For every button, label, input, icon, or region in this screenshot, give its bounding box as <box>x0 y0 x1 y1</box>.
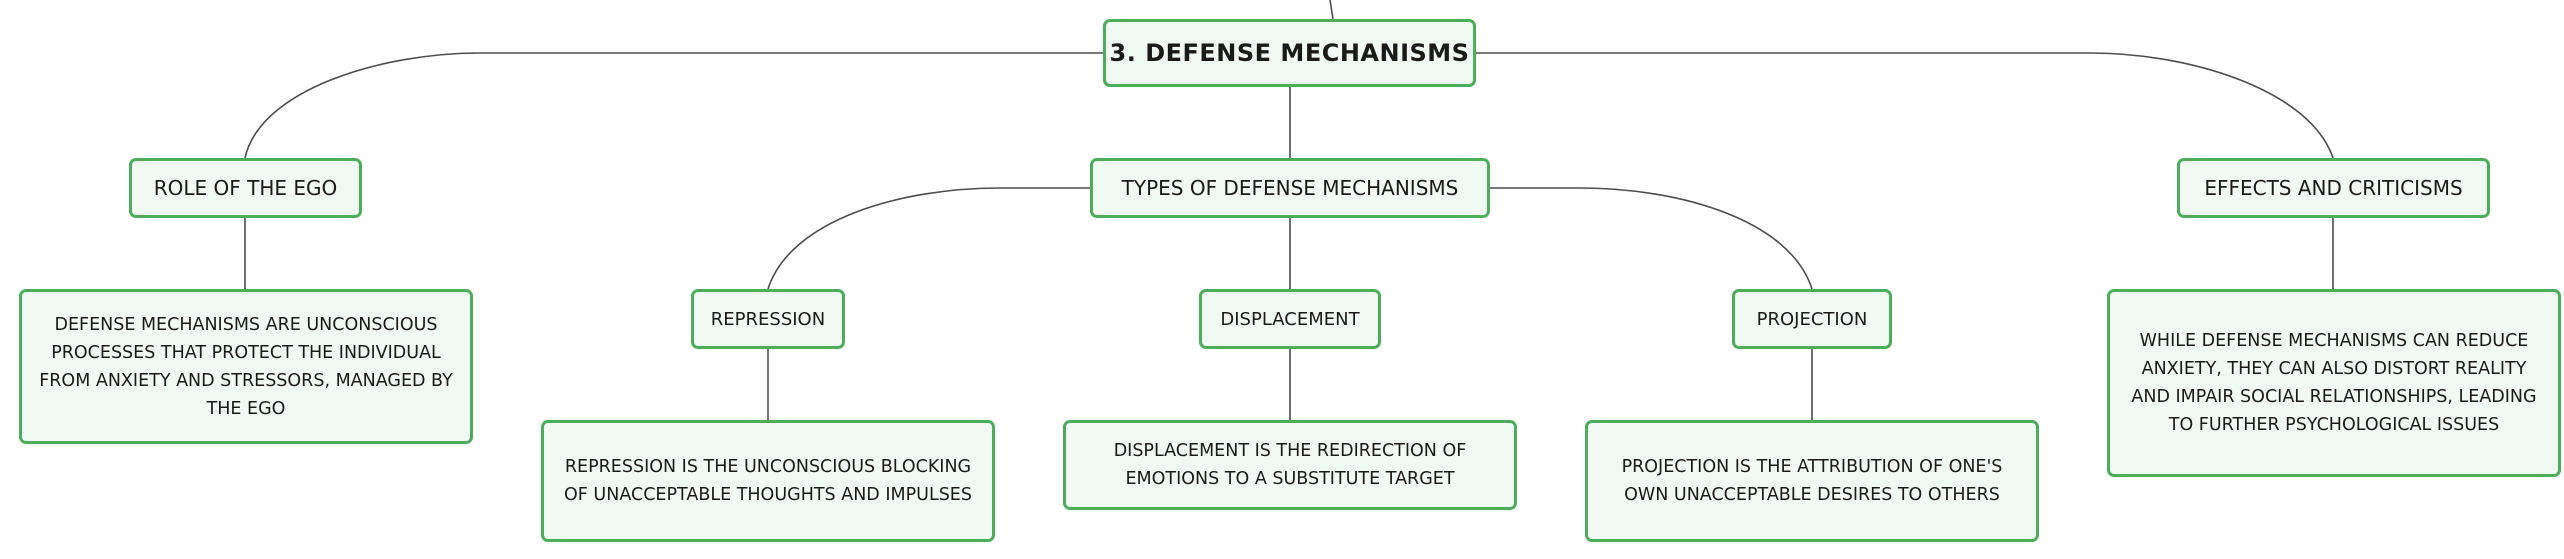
branch-node-label: EFFECTS AND CRITICISMS <box>2204 176 2463 200</box>
branch-node-role-of-ego[interactable]: ROLE OF THE EGO <box>129 158 362 218</box>
connector-root-to-effects <box>1476 52 2334 159</box>
branch-node-label: ROLE OF THE EGO <box>153 176 338 200</box>
connector-types-to-repression <box>767 187 1090 290</box>
branch-node-types[interactable]: TYPES OF DEFENSE MECHANISMS <box>1090 158 1490 218</box>
branch-node-effects[interactable]: EFFECTS AND CRITICISMS <box>2177 158 2490 218</box>
desc-node-displacement[interactable]: DISPLACEMENT IS THE REDIRECTION OF EMOTI… <box>1063 420 1517 510</box>
connector-root-to-role-of-ego <box>244 52 1103 159</box>
sub-node-displacement[interactable]: DISPLACEMENT <box>1199 289 1381 349</box>
desc-node-text: DISPLACEMENT IS THE REDIRECTION OF EMOTI… <box>1113 441 1467 489</box>
desc-node-text: PROJECTION IS THE ATTRIBUTION OF ONE'S O… <box>1621 457 2003 505</box>
desc-node-text: DEFENSE MECHANISMS ARE UNCONSCIOUS PROCE… <box>39 314 453 419</box>
desc-node-projection[interactable]: PROJECTION IS THE ATTRIBUTION OF ONE'S O… <box>1585 420 2039 542</box>
sub-node-projection[interactable]: PROJECTION <box>1732 289 1892 349</box>
connector-types-to-projection <box>1490 187 1813 290</box>
desc-node-repression[interactable]: REPRESSION IS THE UNCONSCIOUS BLOCKING O… <box>541 420 995 542</box>
desc-node-role-of-ego[interactable]: DEFENSE MECHANISMS ARE UNCONSCIOUS PROCE… <box>19 289 473 444</box>
sub-node-repression[interactable]: REPRESSION <box>691 289 845 349</box>
desc-node-text: WHILE DEFENSE MECHANISMS CAN REDUCE ANXI… <box>2131 331 2537 435</box>
connector-parent-to-root <box>1329 0 1334 20</box>
root-node-label: 3. DEFENSE MECHANISMS <box>1109 39 1470 67</box>
desc-node-effects[interactable]: WHILE DEFENSE MECHANISMS CAN REDUCE ANXI… <box>2107 289 2561 477</box>
sub-node-label: REPRESSION <box>710 308 826 330</box>
root-node[interactable]: 3. DEFENSE MECHANISMS <box>1103 19 1476 87</box>
sub-node-label: PROJECTION <box>1756 308 1868 330</box>
branch-node-label: TYPES OF DEFENSE MECHANISMS <box>1121 176 1459 200</box>
sub-node-label: DISPLACEMENT <box>1220 308 1360 330</box>
desc-node-text: REPRESSION IS THE UNCONSCIOUS BLOCKING O… <box>564 457 972 505</box>
